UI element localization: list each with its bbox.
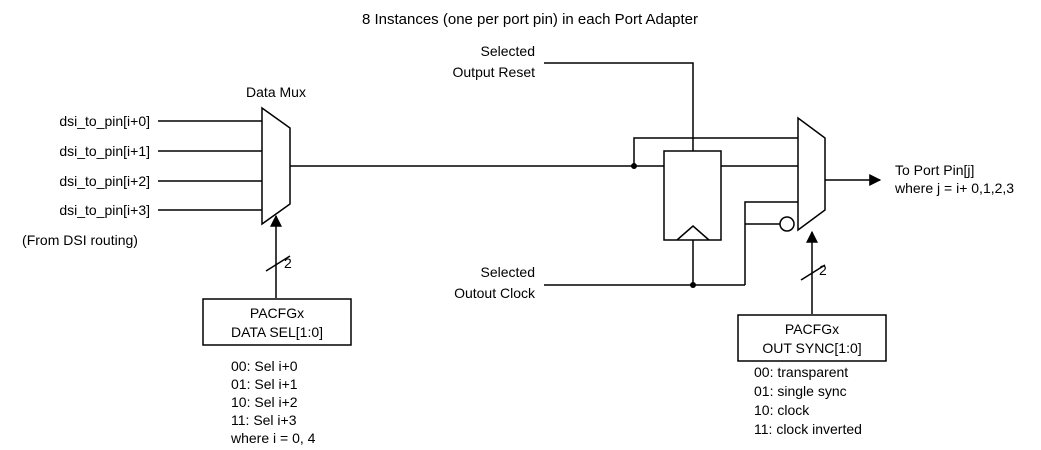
data-mux — [261, 106, 291, 226]
output-reset-wire — [544, 62, 694, 151]
clock-to-mux-wire — [744, 201, 798, 285]
data-sel-option-0: 00: Sel i+0 — [231, 358, 298, 374]
output-clock-line1: Selected — [481, 264, 535, 280]
output-mux — [797, 116, 826, 232]
out-sync-bus-width: 2 — [819, 262, 827, 278]
data-sel-reg-line2: DATA SEL[1:0] — [231, 324, 323, 340]
clock-inverter-bubble — [779, 216, 795, 232]
dsi-routing-note: (From DSI routing) — [22, 232, 138, 248]
data-sel-option-2: 10: Sel i+2 — [231, 394, 298, 410]
data-mux-label: Data Mux — [246, 84, 306, 100]
out-sync-register — [737, 314, 887, 362]
data-sel-reg-line1: PACFGx — [250, 305, 304, 321]
data-sel-option-1: 01: Sel i+1 — [231, 376, 298, 392]
out-sync-option-0: 00: transparent — [754, 364, 848, 380]
junction-dot-clock — [690, 282, 696, 288]
data-sel-register — [202, 298, 352, 346]
out-sync-option-2: 10: clock — [754, 402, 810, 418]
output-label-line1: To Port Pin[j] — [895, 162, 974, 178]
bypass-wire — [633, 137, 798, 166]
mux-input-label-2: dsi_to_pin[i+2] — [59, 173, 150, 189]
out-sync-reg-line1: PACFGx — [785, 321, 839, 337]
mux-input-label-3: dsi_to_pin[i+3] — [59, 202, 150, 218]
data-sel-bus-slash — [265, 255, 291, 272]
mux-input-label-0: dsi_to_pin[i+0] — [59, 113, 150, 129]
data-sel-option-4: where i = 0, 4 — [230, 430, 316, 446]
out-sync-reg-line2: OUT SYNC[1:0] — [762, 340, 861, 356]
output-label-line2: where j = i+ 0,1,2,3 — [894, 180, 1014, 196]
data-sel-bus-width: 2 — [284, 255, 292, 271]
diagram-title: 8 Instances (one per port pin) in each P… — [362, 11, 698, 28]
mux-input-label-1: dsi_to_pin[i+1] — [59, 143, 150, 159]
output-reset-line2: Output Reset — [453, 64, 536, 80]
flip-flop — [663, 150, 722, 241]
flip-flop-clock-triangle — [676, 225, 710, 241]
data-sel-option-3: 11: Sel i+3 — [231, 412, 297, 428]
out-sync-bus-slash — [800, 264, 826, 281]
output-reset-line1: Selected — [481, 43, 535, 59]
out-sync-option-3: 11: clock inverted — [754, 421, 862, 437]
output-clock-line2: Outout Clock — [454, 285, 536, 301]
out-sync-option-1: 01: single sync — [754, 383, 847, 399]
